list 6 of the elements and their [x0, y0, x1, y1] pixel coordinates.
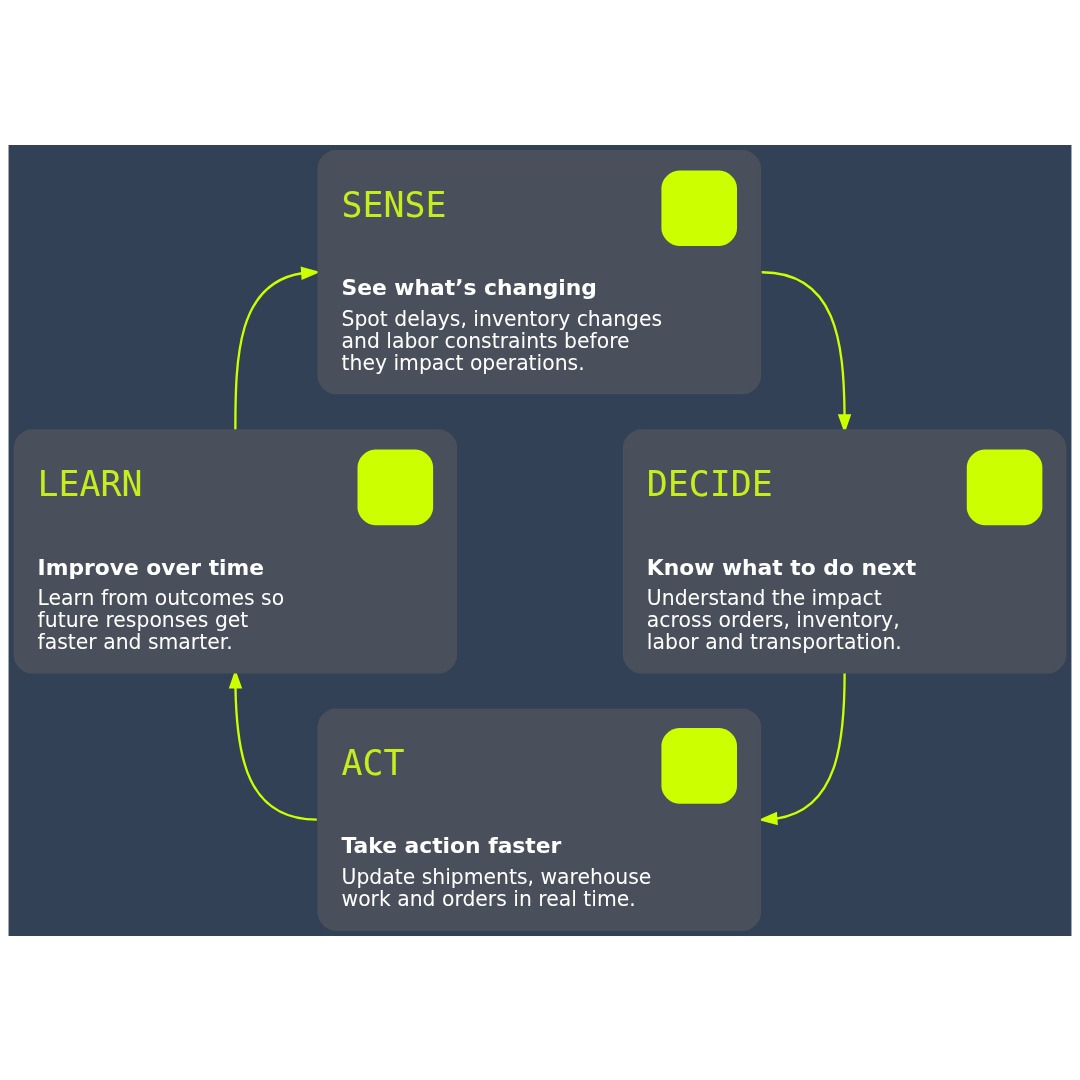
node-box: SENSE See what’s changing Spot delays, inventory changes and labor constraints before they impact operations. [317, 149, 761, 394]
arrow [234, 266, 321, 430]
arrow [758, 672, 846, 825]
node-box: DECIDE Know what to do next Understand the impact across orders, inventory, labor and transportation. [622, 428, 1067, 674]
node-box: LEARN Improve over time Learn from outcomes so future responses get faster and smarter. [13, 428, 458, 674]
node-box: ACT Take action faster Update shipments, warehouse work and orders in real time. [317, 707, 761, 931]
